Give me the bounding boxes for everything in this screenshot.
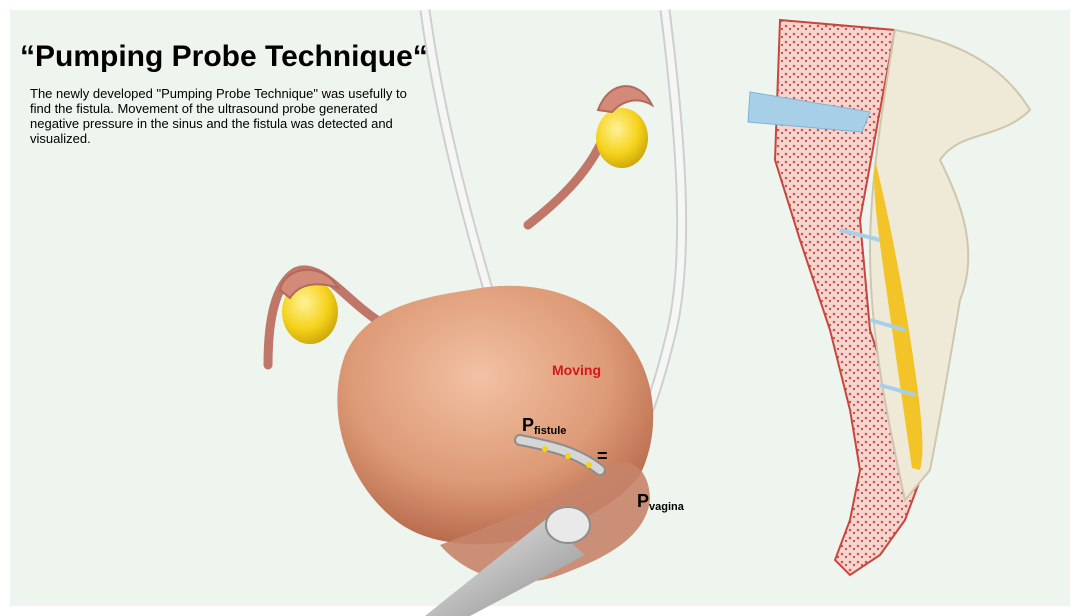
intervertebral-disc [747,91,871,133]
slide-description: The newly developed "Pumping Probe Techn… [30,86,407,146]
slide-title: “Pumping Probe Technique“ [20,40,428,73]
ovary-left [278,268,340,344]
p-fistule-label: Pfistule [522,415,567,437]
p-vagina-label: Pvagina [637,491,684,513]
spine-sacrum [747,18,1032,577]
ultrasound-probe [425,506,591,616]
moving-label: Moving [552,362,601,378]
p-vagina-main: P [637,491,650,511]
p-vagina-sub: vagina [649,501,684,513]
p-fistule-sub: fistule [534,425,567,437]
p-fistule-main: P [522,415,535,435]
fallopian-tube-upper [523,140,605,230]
bladder [337,285,654,545]
equals-sign: = [597,446,608,466]
ovary-upper [596,85,655,168]
